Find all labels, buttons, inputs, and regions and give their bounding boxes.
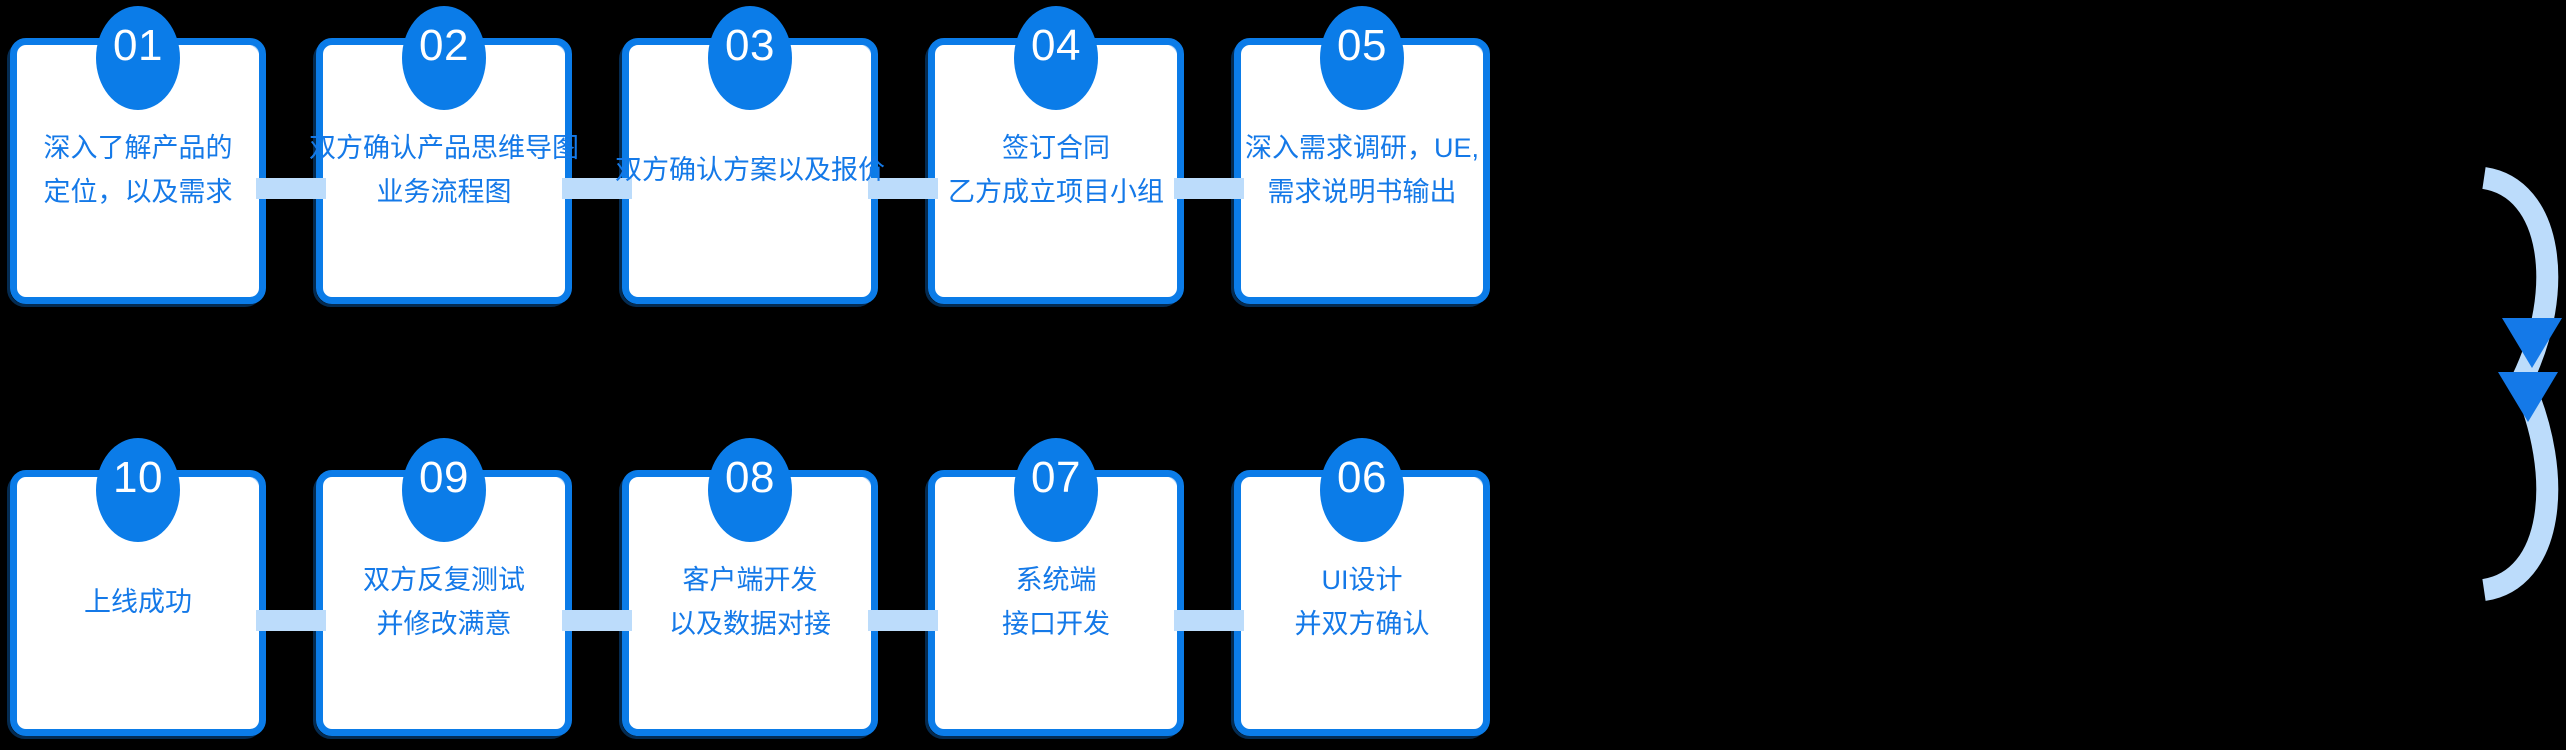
step-text-line: 定位，以及需求 [43,177,233,207]
connector-04-05 [1174,178,1244,199]
connector-08-09 [562,610,632,631]
step-card-02[interactable]: 02 双方确认产品思维导图 业务流程图 [309,6,579,307]
step-text-line: 以及数据对接 [669,609,831,639]
step-card-07[interactable]: 07 系统端 接口开发 [925,438,1184,739]
step-number: 02 [419,21,469,70]
step-card-04[interactable]: 04 签订合同 乙方成立项目小组 [925,6,1184,307]
connector-02-03 [562,178,632,199]
step-text-line: 乙方成立项目小组 [948,177,1164,207]
step-number: 04 [1031,21,1081,70]
connector-03-04 [868,178,938,199]
step-text-line: 并修改满意 [376,609,512,639]
step-text: 客户端开发 以及数据对接 [622,470,878,736]
step-number: 07 [1031,453,1081,502]
step-card-06[interactable]: 06 UI设计 并双方确认 [1231,438,1490,739]
step-text-line: 接口开发 [1002,609,1110,639]
step-number-badge: 03 [708,6,792,110]
step-text: 深入了解产品的 定位，以及需求 [10,38,266,304]
step-card-03[interactable]: 03 双方确认方案以及报价 [615,6,885,307]
step-number-badge: 01 [96,6,180,110]
step-text-line: 双方确认方案以及报价 [615,155,885,186]
bottom-row: 10 上线成功 09 双方反复测试 并修改满意 08 客户端开发 以及数据对 [0,438,2566,750]
step-text: 双方反复测试 并修改满意 [316,470,572,736]
step-number: 05 [1337,21,1387,70]
step-text-line: UI设计 [1321,565,1403,596]
step-text-line: 业务流程图 [376,177,512,207]
step-card-body [925,470,1184,739]
step-text: 上线成功 [10,470,266,736]
step-number-badge: 07 [1014,438,1098,542]
step-text: 双方确认方案以及报价 [615,38,885,304]
connector-01-02 [256,178,326,199]
step-card-09[interactable]: 09 双方反复测试 并修改满意 [313,438,572,739]
step-number: 10 [113,453,163,502]
step-number: 06 [1337,453,1387,502]
connector-07-08 [868,610,938,631]
step-number-badge: 05 [1320,6,1404,110]
step-number: 08 [725,453,775,502]
step-number-badge: 10 [96,438,180,542]
step-number-badge: 09 [402,438,486,542]
arrowhead-icon [2498,372,2558,422]
step-text-line: 签订合同 [1002,133,1110,164]
step-text-line: 并双方确认 [1294,609,1430,639]
connector-09-10 [256,610,326,631]
step-number-badge: 02 [402,6,486,110]
step-card-10[interactable]: 10 上线成功 [7,438,266,739]
step-text-line: 系统端 [1015,565,1097,596]
step-text-line: 双方确认产品思维导图 [309,133,579,164]
step-text-line: 客户端开发 [682,565,818,596]
step-text-line: 深入需求调研，UE, [1244,133,1479,164]
arrowhead-icon [2502,318,2562,368]
step-card-05[interactable]: 05 深入需求调研，UE, 需求说明书输出 [1231,6,1490,307]
step-number: 09 [419,453,469,502]
step-text: 深入需求调研，UE, 需求说明书输出 [1234,38,1490,304]
step-text-line: 深入了解产品的 [43,133,233,164]
connector-06-07 [1174,610,1244,631]
step-card-08[interactable]: 08 客户端开发 以及数据对接 [619,438,878,739]
step-number-badge: 08 [708,438,792,542]
top-row: 01 深入了解产品的 定位，以及需求 02 双方确认产品思维导图 业务流程图 0… [0,6,2566,318]
step-text: UI设计 并双方确认 [1234,470,1490,736]
step-number-badge: 04 [1014,6,1098,110]
step-text-line: 需求说明书输出 [1267,177,1457,207]
step-number: 03 [725,21,775,70]
step-text: 签订合同 乙方成立项目小组 [928,38,1184,304]
step-text-line: 双方反复测试 [363,565,525,596]
step-text-line: 上线成功 [84,587,192,618]
step-number: 01 [113,21,163,70]
step-text: 双方确认产品思维导图 业务流程图 [309,38,579,304]
step-text: 系统端 接口开发 [928,470,1184,736]
step-card-01[interactable]: 01 深入了解产品的 定位，以及需求 [7,6,266,307]
step-number-badge: 06 [1320,438,1404,542]
